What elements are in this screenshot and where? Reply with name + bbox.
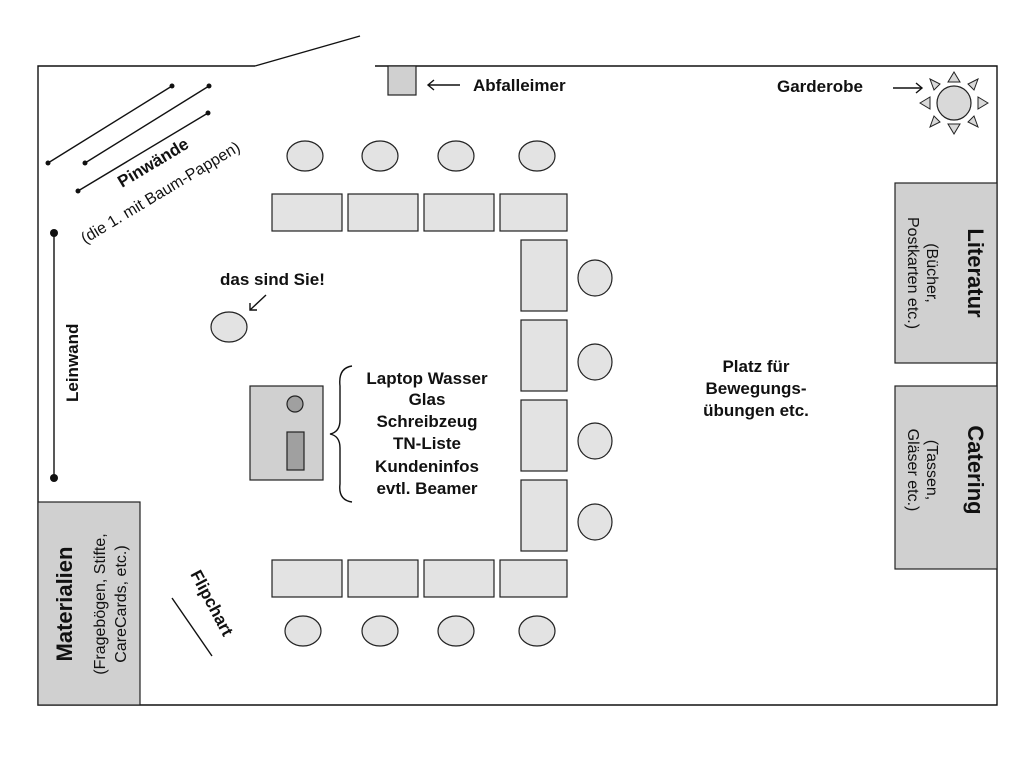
table bbox=[347, 559, 419, 598]
catering-title: Catering bbox=[963, 425, 988, 514]
materialien-title: Materialien bbox=[52, 547, 77, 662]
table bbox=[520, 319, 568, 392]
chair bbox=[518, 140, 556, 172]
chair bbox=[577, 422, 613, 460]
chair bbox=[577, 343, 613, 381]
desk-item: Glas bbox=[409, 390, 446, 409]
chair bbox=[577, 503, 613, 541]
materialien-sub: (Fragebögen, Stifte, bbox=[92, 533, 109, 674]
label-flipchart: Flipchart bbox=[186, 567, 237, 640]
desk-item: Kundeninfos bbox=[375, 457, 479, 476]
table bbox=[520, 399, 568, 472]
desk-items-list: Laptop Wasser Glas Schreibzeug TN-Liste … bbox=[366, 369, 488, 498]
chair bbox=[437, 140, 475, 172]
label-garderobe: Garderobe bbox=[777, 77, 863, 96]
table bbox=[423, 559, 495, 598]
catering-sub: (Tassen, bbox=[923, 440, 940, 500]
label-das-sind-sie: das sind Sie! bbox=[220, 270, 325, 289]
materialien-box bbox=[37, 501, 141, 706]
pointer-arrow-icon-head bbox=[249, 303, 257, 311]
label-platz: Bewegungs- bbox=[705, 379, 806, 398]
chair bbox=[361, 615, 399, 647]
table bbox=[423, 193, 495, 232]
room-wall bbox=[37, 65, 998, 706]
trainer-chair bbox=[210, 311, 248, 343]
desk-item: evtl. Beamer bbox=[376, 479, 477, 498]
literatur-sub: (Bücher, bbox=[923, 243, 940, 303]
desk-item: Laptop Wasser bbox=[366, 369, 488, 388]
label-platz: übungen etc. bbox=[703, 401, 809, 420]
literatur-title: Literatur bbox=[963, 228, 988, 318]
table bbox=[520, 239, 568, 312]
table bbox=[520, 479, 568, 552]
chair bbox=[437, 615, 475, 647]
pinboards bbox=[45, 83, 212, 194]
literatur-sub: Postkarten etc.) bbox=[904, 217, 921, 329]
chair bbox=[518, 615, 556, 647]
desk-item: TN-Liste bbox=[393, 434, 461, 453]
catering-sub: Gläser etc.) bbox=[904, 429, 921, 512]
table bbox=[499, 559, 568, 598]
label-platz: Platz für bbox=[722, 357, 789, 376]
materialien-sub: CareCards, etc.) bbox=[113, 545, 130, 662]
desk-brace bbox=[329, 365, 353, 503]
desk-item: Schreibzeug bbox=[376, 412, 477, 431]
chair bbox=[577, 259, 613, 297]
laptop-icon bbox=[286, 431, 305, 471]
door-swing bbox=[254, 35, 361, 67]
water-glass-icon bbox=[286, 395, 304, 413]
chair bbox=[286, 140, 324, 172]
arrow-left-icon-head bbox=[426, 79, 435, 91]
table bbox=[347, 193, 419, 232]
literatur-box bbox=[894, 182, 998, 364]
sun-icon bbox=[919, 71, 989, 135]
label-leinwand: Leinwand bbox=[63, 324, 82, 402]
waste-bin bbox=[387, 65, 417, 96]
table bbox=[271, 559, 343, 598]
chair bbox=[284, 615, 322, 647]
catering-box bbox=[894, 385, 998, 570]
table bbox=[271, 193, 343, 232]
pointer-arrow-icon bbox=[249, 294, 267, 311]
table bbox=[499, 193, 568, 232]
label-abfalleimer: Abfalleimer bbox=[473, 76, 566, 95]
arrow-right-icon-head bbox=[915, 82, 924, 94]
flipchart bbox=[171, 597, 213, 657]
chair bbox=[361, 140, 399, 172]
